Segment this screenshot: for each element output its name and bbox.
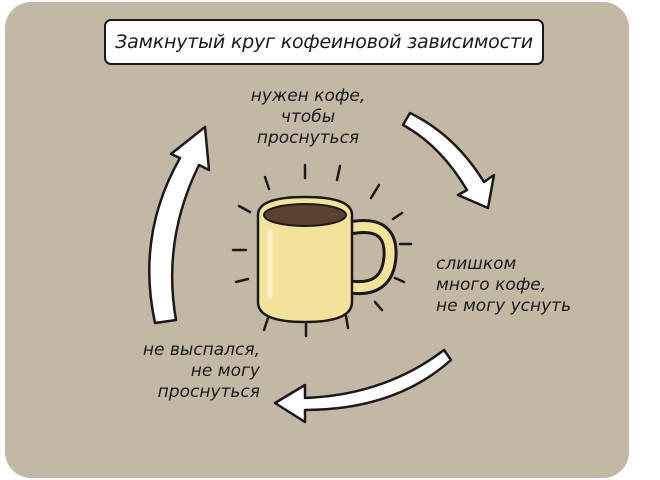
arrow-top-right-icon	[401, 111, 496, 210]
stage-line: чтобы	[280, 107, 336, 127]
stage-line: не могу уснуть	[436, 296, 572, 316]
stage-line: не могу	[190, 361, 260, 381]
arrow-left-icon	[148, 125, 211, 325]
stage-line: не выспался,	[142, 340, 260, 360]
arrow-bottom-icon	[273, 348, 453, 424]
stage-not-slept: не выспался, не могу проснуться	[100, 340, 260, 403]
stage-line: слишком	[436, 254, 517, 274]
coffee-mug-icon	[256, 195, 398, 324]
stage-line: нужен кофе,	[250, 86, 366, 106]
stage-line: много кофе,	[436, 275, 547, 295]
stage-too-much-coffee: слишком много кофе, не могу уснуть	[436, 254, 636, 317]
title-box: Замкнутый круг кофеиновой зависимости	[104, 19, 544, 65]
diagram-title: Замкнутый круг кофеиновой зависимости	[115, 31, 533, 53]
stage-need-coffee: нужен кофе, чтобы проснуться	[228, 86, 388, 149]
glow-rays	[231, 163, 413, 338]
stage-line: проснуться	[256, 128, 360, 148]
stage-line: проснуться	[157, 382, 260, 402]
